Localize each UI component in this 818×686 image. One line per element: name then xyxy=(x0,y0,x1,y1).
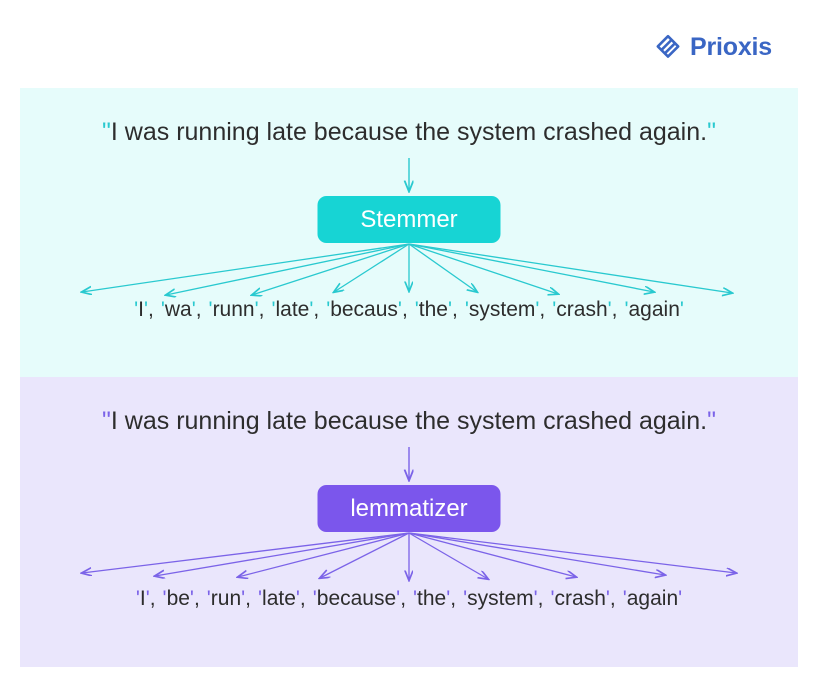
stemmer-process-box[interactable]: Stemmer xyxy=(317,196,501,243)
token: 'again' xyxy=(624,298,684,321)
token: 'the', xyxy=(414,298,458,321)
token-text: becaus xyxy=(330,298,398,321)
token: 'again' xyxy=(622,587,683,610)
stemmer-panel: "I was running late because the system c… xyxy=(20,88,798,377)
stemmer-input-sentence: "I was running late because the system c… xyxy=(102,118,716,146)
token: 'run', xyxy=(206,587,252,610)
token: 'becaus', xyxy=(326,298,408,321)
token-text: crash xyxy=(556,298,608,321)
token: 'I', xyxy=(134,298,154,321)
token-text: again xyxy=(626,587,679,610)
token-text: the xyxy=(418,298,448,321)
token: 'wa', xyxy=(160,298,202,321)
token: 'crash', xyxy=(550,587,616,610)
stemmer-token-list: 'I', 'wa', 'runn', 'late', 'becaus', 'the', 's… xyxy=(20,298,798,322)
token-text: be xyxy=(166,587,190,610)
token-text: because xyxy=(316,587,397,610)
lemmatizer-process-label: lemmatizer xyxy=(350,494,468,522)
token: 'late', xyxy=(258,587,306,610)
token: 'I', xyxy=(135,587,156,610)
token-text: I xyxy=(138,298,144,321)
token: 'late', xyxy=(271,298,320,321)
brand-logo: Prioxis xyxy=(655,34,772,60)
token: 'runn', xyxy=(208,298,265,321)
token-text: the xyxy=(417,587,447,610)
token: 'the', xyxy=(413,587,457,610)
lemmatizer-token-list: 'I', 'be', 'run', 'late', 'because', 'the', 's… xyxy=(20,587,798,611)
stemmer-sentence-text: I was running late because the system cr… xyxy=(110,118,708,146)
lemmatizer-panel: "I was running late because the system c… xyxy=(20,377,798,667)
token: 'because', xyxy=(312,587,407,610)
token-text: system xyxy=(468,298,536,321)
stemmer-process-label: Stemmer xyxy=(360,205,458,233)
token: 'crash', xyxy=(552,298,618,321)
token-text: crash xyxy=(554,587,606,610)
token-text: runn xyxy=(212,298,255,321)
brand-name: Prioxis xyxy=(690,32,772,61)
token-text: run xyxy=(210,587,242,610)
token: 'system', xyxy=(464,298,546,321)
lemmatizer-input-sentence: "I was running late because the system c… xyxy=(102,407,716,435)
token-text: wa xyxy=(164,298,192,321)
token-text: late xyxy=(275,298,310,321)
prioxis-rhombus-logo-icon xyxy=(656,34,680,58)
token: 'be', xyxy=(162,587,200,610)
token-text: system xyxy=(467,587,534,610)
token-text: late xyxy=(262,587,296,610)
token: 'system', xyxy=(463,587,544,610)
token-text: I xyxy=(139,587,146,610)
lemmatizer-process-box[interactable]: lemmatizer xyxy=(317,485,501,532)
token-text: again xyxy=(628,298,680,321)
lemmatizer-sentence-text: I was running late because the system cr… xyxy=(110,407,708,435)
